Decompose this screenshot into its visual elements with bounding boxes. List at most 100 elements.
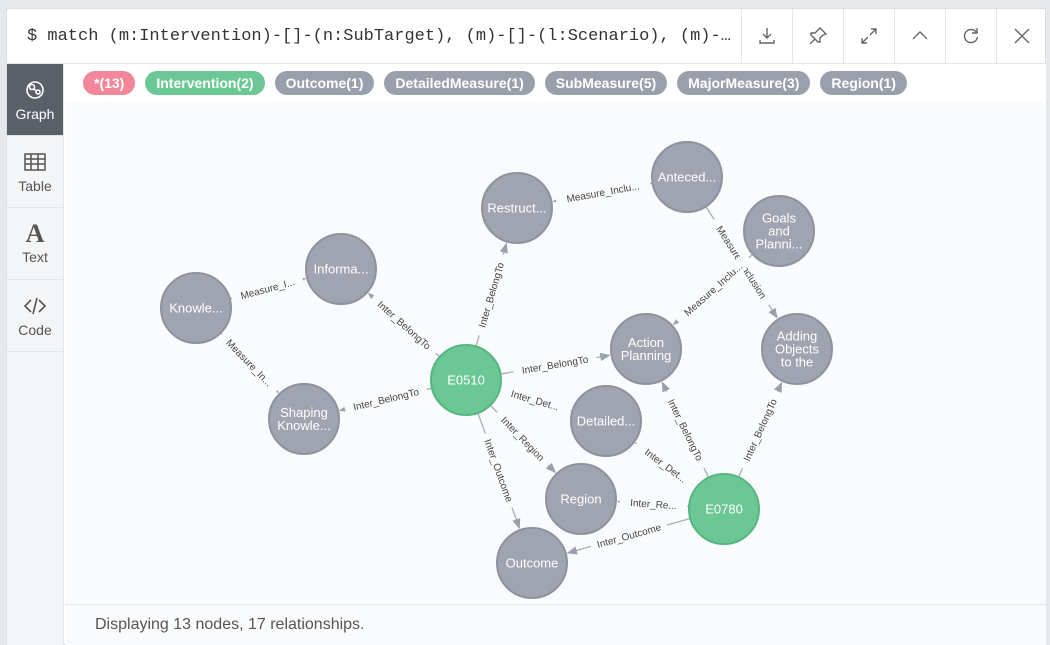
node-circle[interactable] — [761, 313, 833, 385]
expand-icon — [861, 28, 877, 44]
node-label: E0780 — [705, 502, 743, 517]
refresh-icon — [963, 28, 979, 44]
relationship-edge[interactable]: Inter_BelongTo — [736, 381, 784, 478]
node-circle[interactable] — [570, 385, 642, 457]
node-circle[interactable] — [160, 272, 232, 344]
node-label: Adding — [777, 329, 817, 344]
result-frame: $ match (m:Intervention)-[]-(n:SubTarget… — [6, 8, 1047, 645]
node-label: Anteced... — [658, 170, 717, 185]
node-circle[interactable] — [496, 527, 568, 599]
relationship-label: Measure_In... — [223, 338, 274, 390]
graph-node-shaping[interactable]: ShapingKnowle... — [268, 383, 340, 455]
node-circle[interactable] — [481, 172, 553, 244]
node-circle[interactable] — [688, 473, 760, 545]
status-text: Displaying 13 nodes, 17 relationships. — [95, 616, 365, 633]
frame-header: $ match (m:Intervention)-[]-(n:SubTarget… — [7, 8, 1047, 64]
node-circle[interactable] — [743, 195, 815, 267]
node-circle[interactable] — [268, 383, 340, 455]
label-pill-majormeasure[interactable]: MajorMeasure(3) — [677, 71, 811, 95]
node-label: Restruct... — [487, 201, 546, 216]
node-circle[interactable] — [430, 344, 502, 416]
relationship-label: Inter_Det... — [509, 389, 560, 413]
graph-node-anteced[interactable]: Anteced... — [651, 141, 723, 213]
relationship-edge[interactable]: Measure_Inclu... — [672, 252, 754, 326]
graph-node-e0510[interactable]: E0510 — [430, 344, 502, 416]
label-pill-submeasure[interactable]: SubMeasure(5) — [544, 71, 668, 95]
graph-canvas[interactable]: Measure_I... Measure_In... Measure_Inclu..… — [65, 102, 1046, 604]
download-button[interactable] — [741, 8, 792, 64]
relationship-label: Measure_I... — [240, 277, 297, 302]
node-label: E0510 — [447, 373, 485, 388]
sidebar-item-text[interactable]: A Text — [7, 208, 63, 280]
relationship-label: Inter_Region — [498, 415, 546, 464]
relationship-edge[interactable]: Measure_Inclu... — [552, 176, 653, 207]
node-label: Informa... — [314, 262, 369, 277]
close-icon — [1014, 28, 1030, 44]
graph-icon — [26, 80, 44, 99]
label-pill-region[interactable]: Region(1) — [820, 71, 907, 95]
label-pill-detailedmeasure[interactable]: DetailedMeasure(1) — [384, 71, 535, 95]
chevron-up-icon — [912, 31, 928, 40]
relationship-label: Measure_Inclu... — [566, 181, 641, 205]
relationship-label: Inter_BelongTo — [375, 299, 433, 352]
node-label: Knowle... — [277, 418, 330, 433]
graph-node-restruct[interactable]: Restruct... — [481, 172, 553, 244]
sidebar-item-table[interactable]: Table — [7, 136, 63, 208]
graph-node-region[interactable]: Region — [545, 463, 617, 535]
collapse-button[interactable] — [894, 8, 945, 64]
graph-node-detailed[interactable]: Detailed... — [570, 385, 642, 457]
node-label: Outcome — [506, 556, 559, 571]
node-label: Planning — [621, 348, 672, 363]
pin-icon — [809, 27, 828, 45]
label-pill-all[interactable]: *(13) — [83, 71, 136, 95]
close-button[interactable] — [996, 8, 1047, 64]
relationship-label: Inter_BelongTo — [665, 398, 705, 464]
node-circle[interactable] — [651, 141, 723, 213]
graph-svg[interactable]: Measure_I... Measure_In... Measure_Inclu..… — [65, 102, 1046, 604]
relationship-edge[interactable]: Inter_Re... — [616, 494, 690, 513]
relationship-label: Inter_Re... — [630, 498, 677, 512]
node-circle[interactable] — [545, 463, 617, 535]
relationship-edge[interactable]: Inter_BelongTo — [472, 242, 509, 347]
rerun-button[interactable] — [945, 8, 996, 64]
relationship-edge[interactable]: Measure_I... — [229, 272, 307, 305]
relationship-edge[interactable]: Measure_In... — [217, 329, 282, 396]
node-label: Detailed... — [577, 414, 636, 429]
graph-node-knowle[interactable]: Knowle... — [160, 272, 232, 344]
node-label: and — [768, 224, 790, 239]
relationship-label: Inter_Det... — [642, 447, 688, 485]
graph-node-informa[interactable]: Informa... — [305, 233, 377, 305]
status-bar: Displaying 13 nodes, 17 relationships. — [65, 604, 1046, 645]
node-circle[interactable] — [305, 233, 377, 305]
expand-button[interactable] — [843, 8, 894, 64]
query-text[interactable]: $ match (m:Intervention)-[]-(n:SubTarget… — [27, 26, 741, 46]
node-label: Goals — [762, 211, 796, 226]
relationship-edge[interactable]: Inter_BelongTo — [338, 382, 433, 415]
graph-node-outcome[interactable]: Outcome — [496, 527, 568, 599]
node-label: Knowle... — [169, 301, 222, 316]
relationship-edge[interactable]: Inter_BelongTo — [500, 350, 611, 378]
table-icon — [24, 152, 46, 171]
node-label: Region — [560, 492, 601, 507]
sidebar-item-label: Graph — [15, 105, 55, 122]
graph-node-e0780[interactable]: E0780 — [688, 473, 760, 545]
sidebar-item-label: Table — [18, 177, 52, 194]
graph-node-goals[interactable]: GoalsandPlanni... — [743, 195, 815, 267]
relationship-label: Inter_BelongTo — [742, 397, 780, 463]
sidebar-item-label: Code — [18, 321, 52, 338]
node-circle[interactable] — [610, 313, 682, 385]
label-pill-outcome[interactable]: Outcome(1) — [274, 71, 375, 95]
label-legend: *(13) Intervention(2) Outcome(1) Detaile… — [65, 64, 1046, 102]
pin-button[interactable] — [792, 8, 843, 64]
relationship-edge[interactable]: Inter_BelongTo — [367, 291, 441, 358]
label-pill-intervention[interactable]: Intervention(2) — [145, 71, 265, 95]
sidebar-item-code[interactable]: Code — [7, 280, 63, 352]
sidebar-item-graph[interactable]: Graph — [7, 64, 63, 136]
node-label: Objects — [775, 342, 820, 357]
relationship-label: Inter_BelongTo — [352, 387, 420, 414]
download-icon — [759, 28, 775, 44]
relationship-edge[interactable]: Inter_Det... — [498, 383, 573, 417]
view-sidebar: Graph Table A Text Code — [7, 64, 64, 645]
